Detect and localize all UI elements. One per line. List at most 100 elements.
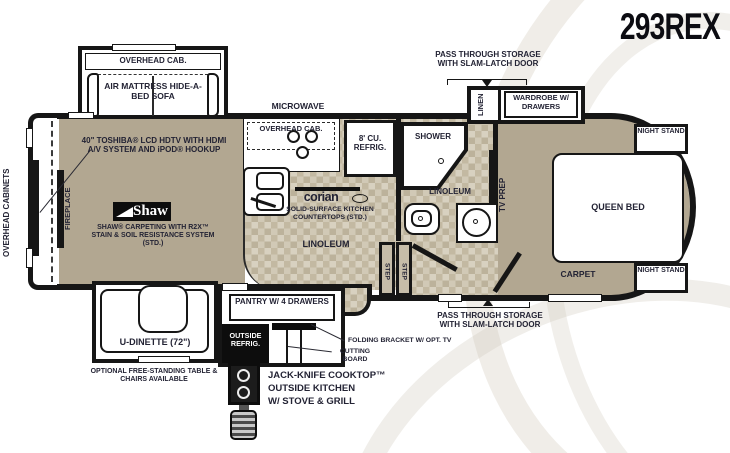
shaw-swoosh bbox=[116, 207, 133, 217]
sofa-cushion-divider bbox=[152, 76, 154, 116]
pantry-room: PANTRY W/ 4 DRAWERS OUTSIDE REFRIG. bbox=[218, 287, 345, 367]
stove-burner bbox=[305, 130, 318, 143]
outside-kitchen-note-line3: W/ STOVE & GRILL bbox=[268, 396, 355, 407]
refrigerator-label: 8' CU. REFRIG. bbox=[353, 134, 387, 153]
cutting-board-label: CUTTING BOARD bbox=[339, 348, 371, 363]
outside-kitchen-note-line2: OUTSIDE KITCHEN bbox=[268, 383, 356, 394]
front-cap-dashed-line bbox=[51, 121, 53, 282]
entry-threshold bbox=[438, 294, 462, 302]
bedroom-floor-label: CARPET bbox=[560, 269, 596, 279]
tv-note: 40" TOSHIBA® LCD HDTV WITH HDMI A/V SYST… bbox=[81, 136, 227, 155]
sofa-armrest-left bbox=[87, 73, 99, 117]
wardrobe-label: WARDROBE W/ DRAWERS bbox=[513, 93, 569, 111]
refrigerator bbox=[344, 120, 396, 177]
sink-bowl bbox=[256, 172, 284, 190]
sink-bowl bbox=[256, 193, 284, 211]
stove-burner bbox=[296, 146, 309, 159]
left-cap-wall bbox=[28, 113, 62, 290]
sofa-slide-window bbox=[112, 44, 176, 51]
corian-bar bbox=[295, 187, 360, 191]
front-tv-bar bbox=[31, 160, 39, 256]
linen-divider bbox=[498, 90, 501, 120]
pass-through-top-arrow bbox=[482, 80, 492, 87]
step-label: STEP bbox=[400, 262, 408, 280]
night-stand-bottom bbox=[634, 263, 688, 293]
kitchen-floor-label: LINOLEUM bbox=[302, 239, 350, 249]
folding-bracket-label: FOLDING BRACKET W/ OPT. TV bbox=[348, 337, 452, 344]
stove-burner bbox=[287, 130, 300, 143]
shaw-logo-box: Shaw bbox=[113, 202, 171, 221]
sofa-overhead-cab bbox=[85, 53, 221, 70]
toilet-drain bbox=[418, 216, 423, 221]
grill-connector bbox=[239, 405, 249, 410]
left-cap-window bbox=[26, 128, 33, 148]
wardrobe-box bbox=[504, 91, 578, 118]
left-cap-window bbox=[26, 248, 33, 268]
bath-sink-drain bbox=[473, 219, 478, 224]
pantry-label: PANTRY W/ 4 DRAWERS bbox=[235, 297, 329, 306]
step-label: STEP bbox=[383, 262, 391, 280]
toilet bbox=[404, 203, 440, 235]
page-title: 293REX bbox=[619, 6, 721, 47]
cutting-board-divider bbox=[300, 330, 302, 363]
shower-label: SHOWER bbox=[415, 132, 451, 141]
bottom-wall-window bbox=[548, 294, 602, 302]
dinette-label: U-DINETTE (72") bbox=[119, 337, 191, 347]
night-stand-top bbox=[634, 124, 688, 154]
bath-sink bbox=[456, 203, 498, 243]
shaw-note: SHAW® CARPETING WITH R2X™ STAIN & SOIL R… bbox=[91, 224, 215, 248]
pass-through-top-bracket bbox=[447, 79, 527, 85]
entry-step: STEP bbox=[396, 242, 412, 296]
corian-logo: corian bbox=[303, 190, 339, 204]
pantry-box bbox=[229, 294, 335, 321]
sofa-armrest-right bbox=[207, 73, 219, 117]
corian-note: SOLID-SURFACE KITCHEN COUNTERTOPS (STD.) bbox=[286, 206, 374, 221]
shower-drain bbox=[438, 158, 444, 164]
shower-stall bbox=[400, 122, 468, 190]
wardrobe-slideout: LINEN WARDROBE W/ DRAWERS bbox=[467, 86, 585, 124]
night-stand-top-label: NIGHT STAND bbox=[637, 128, 685, 135]
queen-bed bbox=[552, 153, 684, 263]
kitchen-bath-wall bbox=[396, 119, 401, 241]
tv-prep-wall-bar bbox=[489, 150, 497, 225]
fireplace-bar bbox=[57, 170, 64, 248]
entry-step: STEP bbox=[379, 242, 395, 296]
folding-bracket-bar bbox=[272, 323, 316, 330]
dinette-table bbox=[138, 285, 188, 333]
kitchen-sink bbox=[243, 167, 290, 216]
stove-burner-ring bbox=[237, 369, 250, 382]
outside-refrig-box bbox=[222, 324, 269, 363]
entry-floor-notch bbox=[344, 288, 371, 316]
living-carpet-floor bbox=[59, 118, 245, 284]
sofa-back-dashed bbox=[98, 74, 208, 75]
cutting-board-divider bbox=[286, 330, 288, 363]
bottom-wall-right bbox=[368, 295, 593, 301]
dinette-slide-window bbox=[138, 356, 190, 363]
outside-refrig-label: OUTSIDE REFRIG. bbox=[229, 331, 262, 349]
pass-through-bottom-bracket bbox=[448, 302, 530, 308]
queen-bed-label: QUEEN BED bbox=[591, 202, 645, 212]
bottom-wall-window bbox=[222, 283, 248, 291]
bath-floor-label: LINOLEUM bbox=[429, 187, 471, 196]
dinette-slideout: U-DINETTE (72") bbox=[92, 281, 218, 363]
sofa-slideout: OVERHEAD CAB. AIR MATTRESS HIDE-A-BED SO… bbox=[78, 46, 228, 119]
sofa-label: AIR MATTRESS HIDE-A-BED SOFA bbox=[104, 81, 202, 101]
linen-label: LINEN bbox=[476, 93, 485, 117]
outside-stove bbox=[228, 363, 260, 405]
top-wall bbox=[57, 113, 602, 119]
outside-grill bbox=[230, 410, 257, 440]
pass-through-bottom-arrow bbox=[483, 299, 493, 306]
kitchen-counter bbox=[243, 118, 340, 172]
overhead-cabinets-label: OVERHEAD CABINETS bbox=[2, 168, 11, 257]
microwave-label: MICROWAVE bbox=[271, 101, 325, 111]
dinette-note: OPTIONAL FREE-STANDING TABLE & CHAIRS AV… bbox=[90, 368, 218, 384]
pass-through-top-note: PASS THROUGH STORAGE WITH SLAM-LATCH DOO… bbox=[435, 50, 541, 69]
kitchen-overhead-cab-label: OVERHEAD CAB. bbox=[259, 124, 323, 133]
shaw-logo-text: Shaw bbox=[133, 203, 169, 219]
top-wall-window bbox=[68, 112, 94, 119]
kitchen-overhead-cab-dashed bbox=[247, 122, 335, 150]
right-cap-wall bbox=[558, 113, 696, 301]
dupont-oval-icon bbox=[352, 194, 368, 203]
night-stand-bottom-label: NIGHT STAND bbox=[637, 267, 685, 274]
